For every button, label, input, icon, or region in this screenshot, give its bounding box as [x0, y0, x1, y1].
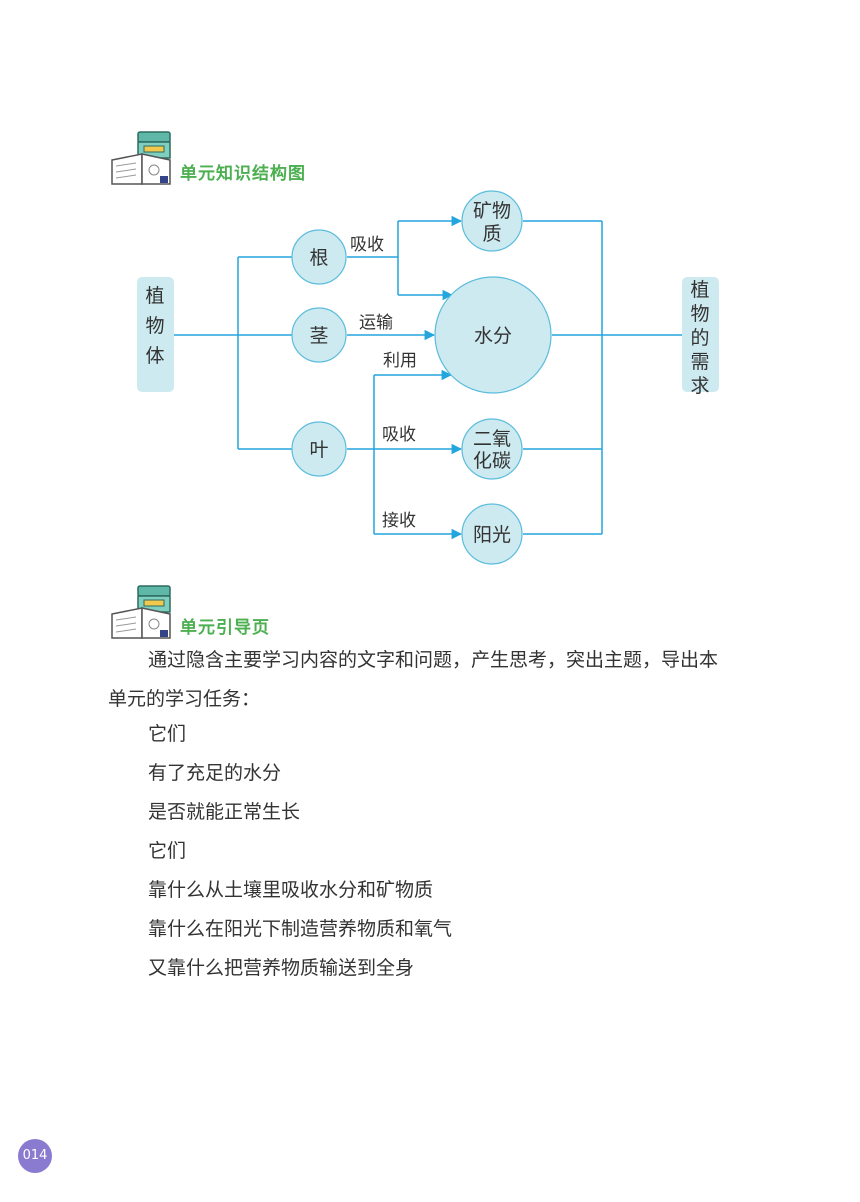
guide-line: 靠什么从土壤里吸收水分和矿物质: [148, 879, 434, 901]
book-chest-icon: [111, 131, 171, 185]
plant-body-label: 植物体: [145, 285, 164, 367]
root-label: 根: [309, 247, 328, 269]
co2-label-2: 化碳: [473, 450, 511, 472]
edge-label-root-absorb: 吸收: [350, 235, 384, 255]
edge-label-stem-transport: 运输: [359, 313, 393, 333]
water-node: [434, 276, 552, 394]
knowledge-structure-diagram: 植物体 植物的需求 根 茎 叶 矿物 质 水分 二氧 化碳 阳光 吸收 运输 利…: [137, 190, 719, 565]
plant-body-box: [137, 277, 174, 392]
stem-node: [291, 307, 347, 363]
mineral-node: [461, 190, 523, 252]
leaf-label: 叶: [309, 439, 328, 461]
mineral-label-2: 质: [482, 223, 501, 245]
knowledge-map-header: 单元知识结构图: [108, 130, 306, 186]
sunlight-node: [461, 503, 523, 565]
guide-header: 单元引导页: [108, 584, 270, 640]
co2-node: [461, 418, 523, 480]
edge-label-leaf-use: 利用: [383, 351, 417, 371]
guide-intro-line-2: 单元的学习任务：: [108, 688, 261, 710]
root-node: [291, 229, 347, 285]
plant-needs-label: 植物的需求: [690, 279, 709, 397]
guide-title: 单元引导页: [180, 618, 270, 638]
guide-intro-line-1: 通过隐含主要学习内容的文字和问题，产生思考，突出主题，导出本: [148, 649, 719, 671]
edge-label-leaf-absorb: 吸收: [382, 425, 416, 445]
leaf-node: [291, 421, 347, 477]
co2-label-1: 二氧: [473, 428, 511, 450]
sunlight-label: 阳光: [473, 524, 511, 546]
guide-line: 是否就能正常生长: [148, 801, 301, 823]
guide-line: 它们: [148, 723, 187, 745]
mineral-label-1: 矿物: [473, 200, 511, 222]
stem-label: 茎: [309, 325, 328, 347]
guide-line: 又靠什么把营养物质输送到全身: [148, 957, 415, 979]
book-chest-icon: [111, 585, 171, 639]
guide-line: 有了充足的水分: [148, 762, 282, 784]
edge-label-leaf-receive: 接收: [382, 511, 416, 531]
page-number: 014: [18, 1139, 52, 1173]
guide-line: 靠什么在阳光下制造营养物质和氧气: [148, 918, 453, 940]
water-label: 水分: [474, 325, 512, 347]
guide-line: 它们: [148, 840, 187, 862]
plant-needs-box: [682, 277, 719, 392]
knowledge-map-title: 单元知识结构图: [180, 164, 306, 184]
